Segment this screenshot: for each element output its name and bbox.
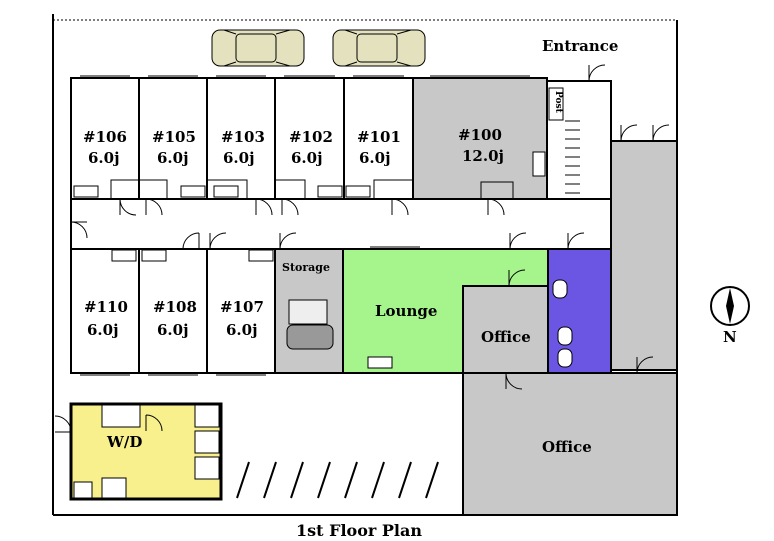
office-large-label: Office bbox=[542, 438, 592, 456]
top-room-row bbox=[70, 77, 548, 200]
compass-icon bbox=[710, 286, 750, 326]
room-102-number: #102 bbox=[289, 128, 333, 146]
sink-icons bbox=[73, 151, 546, 198]
north-label: N bbox=[723, 328, 737, 346]
room-100-number: #100 bbox=[458, 126, 502, 144]
room-110-size: 6.0j bbox=[87, 321, 119, 339]
stair-icon bbox=[565, 120, 580, 194]
room-101-size: 6.0j bbox=[359, 149, 391, 167]
large-office-room bbox=[462, 372, 678, 516]
toilet-icons bbox=[552, 279, 573, 368]
room-101-number: #101 bbox=[357, 128, 401, 146]
storage-grid-icon bbox=[288, 299, 328, 325]
room-100-size: 12.0j bbox=[462, 147, 504, 165]
office-small-label: Office bbox=[481, 328, 531, 346]
lounge-label: Lounge bbox=[375, 302, 438, 320]
bottom-room-row bbox=[70, 248, 612, 374]
right-gray-area bbox=[610, 140, 678, 371]
washer-icons bbox=[73, 404, 220, 499]
room-107-size: 6.0j bbox=[226, 321, 258, 339]
closets bbox=[110, 179, 514, 200]
room-108-number: #108 bbox=[153, 298, 197, 316]
window-marks bbox=[80, 246, 420, 376]
car-icon bbox=[332, 29, 426, 67]
post-box bbox=[548, 87, 564, 121]
sink-icons bbox=[111, 249, 393, 369]
room-108-size: 6.0j bbox=[157, 321, 189, 339]
room-110-number: #110 bbox=[84, 298, 128, 316]
room-103-number: #103 bbox=[221, 128, 265, 146]
room-103-size: 6.0j bbox=[223, 149, 255, 167]
car-icon bbox=[211, 29, 305, 67]
bicycle-icons bbox=[236, 461, 439, 499]
room-102-size: 6.0j bbox=[291, 149, 323, 167]
room-106-size: 6.0j bbox=[88, 149, 120, 167]
room-106-number: #106 bbox=[83, 128, 127, 146]
plan-title: 1st Floor Plan bbox=[296, 521, 422, 540]
entrance-label: Entrance bbox=[542, 37, 619, 55]
laundry-label: W/D bbox=[107, 433, 143, 451]
room-105-size: 6.0j bbox=[157, 149, 189, 167]
door-swings bbox=[54, 64, 670, 433]
storage-label: Storage bbox=[282, 261, 330, 274]
storage-bath-icon bbox=[286, 324, 334, 350]
post-label: Post bbox=[552, 91, 563, 113]
room-105-number: #105 bbox=[152, 128, 196, 146]
room-107-number: #107 bbox=[220, 298, 264, 316]
